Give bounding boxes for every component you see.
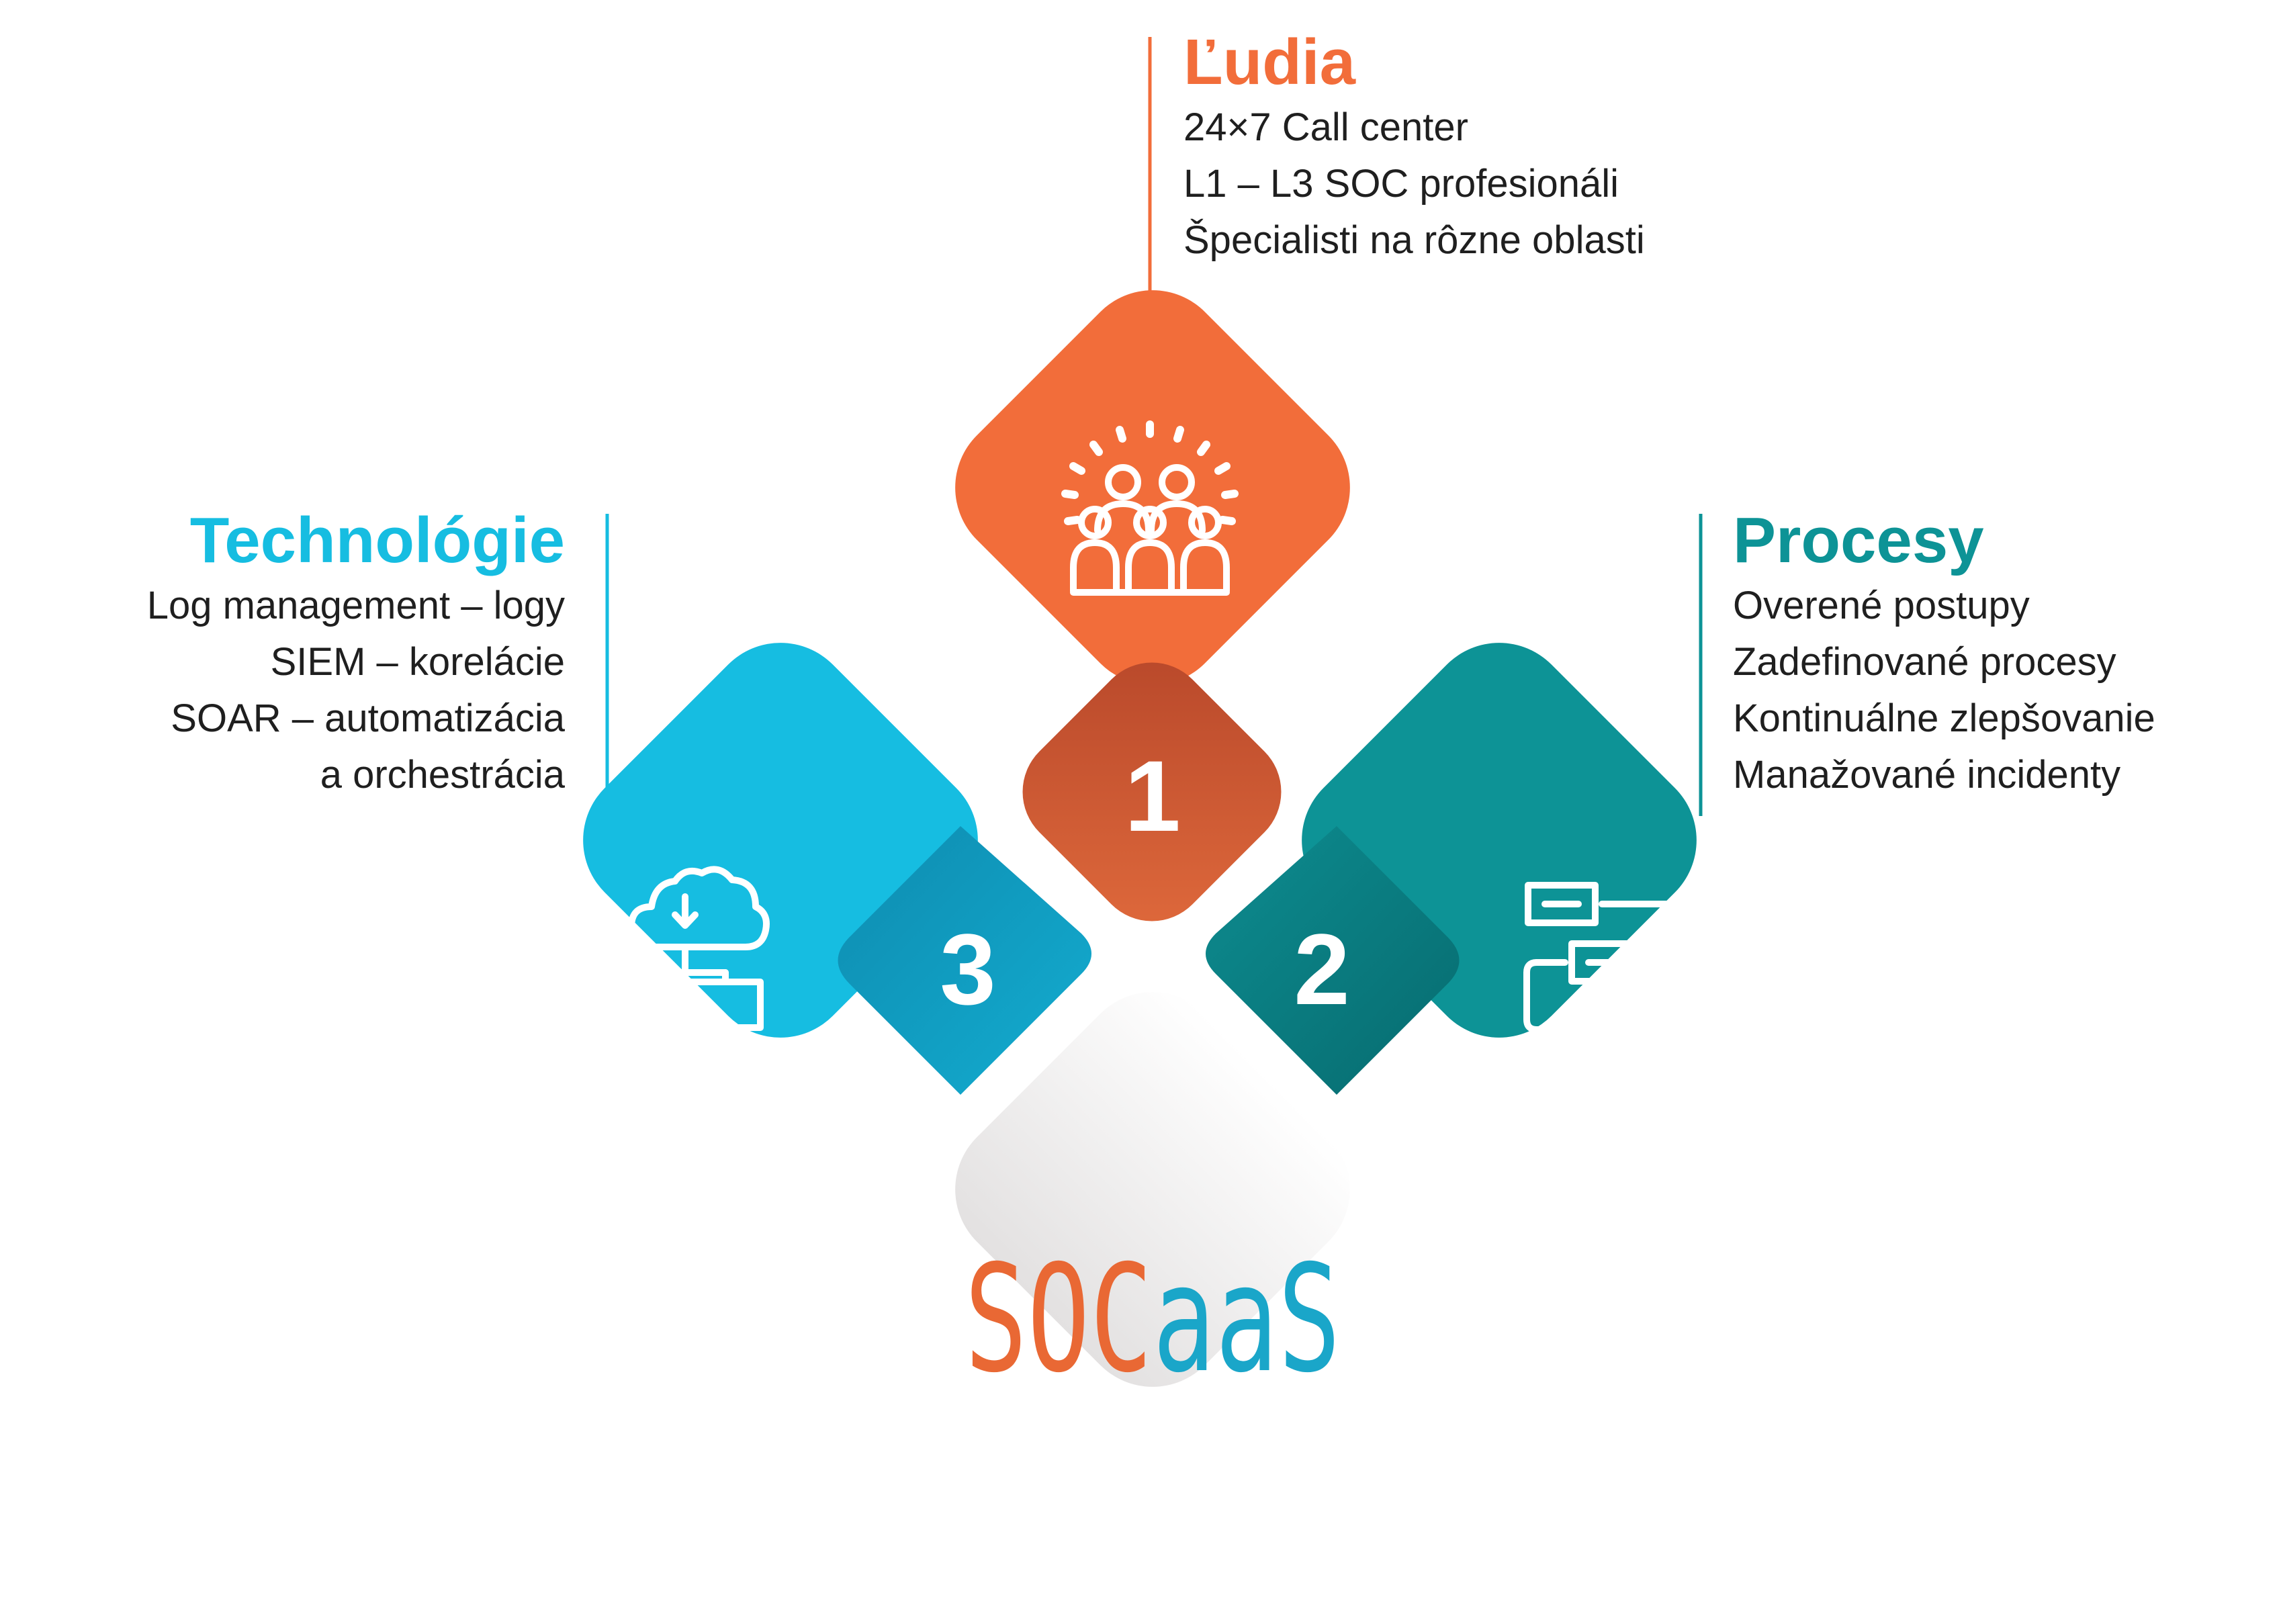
socaas-diamond	[955, 992, 1350, 1387]
socaas-logo-soc: SOC	[965, 1233, 1153, 1405]
technology-line: SIEM – korelácie	[270, 640, 565, 684]
technology-title: Technológie	[189, 504, 565, 576]
technology-number: 3	[940, 913, 995, 1026]
process-text-block: Procesy Overené postupy Zadefinované pro…	[1733, 504, 2155, 803]
process-line: Manažované incidenty	[1733, 753, 2121, 797]
socaas-logo-aas: aaS	[1153, 1233, 1341, 1405]
people-text-block: Ľudia 24×7 Call center L1 – L3 SOC profe…	[1183, 26, 1645, 269]
people-group-icon	[1061, 420, 1239, 596]
people-number: 1	[1124, 739, 1180, 852]
technology-line: SOAR – automatizácia	[171, 696, 565, 740]
process-line: Kontinuálne zlepšovanie	[1733, 696, 2155, 740]
process-title: Procesy	[1733, 504, 1984, 576]
process-number: 2	[1294, 913, 1349, 1026]
process-overlap-lens	[1206, 826, 1460, 1095]
technology-line: a orchestrácia	[320, 753, 565, 797]
people-title: Ľudia	[1183, 26, 1355, 98]
technology-text-block: Technológie Log management – logy SIEM –…	[147, 504, 565, 803]
technology-line: Log management – logy	[146, 584, 565, 627]
process-flow-icon	[1523, 882, 1689, 1052]
svg-text:SOCaaS: SOCaaS	[965, 1233, 1341, 1405]
people-overlap-diamond	[1022, 662, 1282, 921]
cloud-network-icon	[607, 866, 770, 1043]
process-line: Zadefinované procesy	[1733, 640, 2116, 684]
people-line: Špecialisti na rôzne oblasti	[1183, 218, 1645, 262]
socaas-logo: SOCaaS	[965, 1233, 1341, 1405]
technology-overlap-lens	[838, 826, 1091, 1095]
process-line: Overené postupy	[1733, 584, 2030, 627]
people-line: L1 – L3 SOC profesionáli	[1183, 162, 1619, 206]
people-diamond	[955, 290, 1350, 685]
people-line: 24×7 Call center	[1183, 105, 1468, 149]
